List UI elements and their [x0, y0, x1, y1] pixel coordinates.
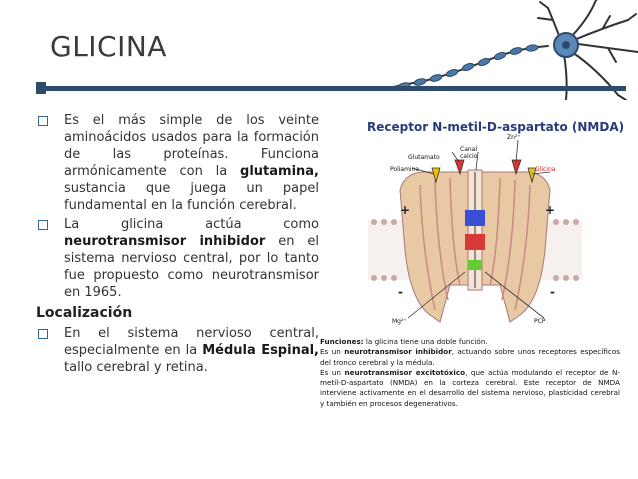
- bullet-neurotransmisor: La glicina actúa como neurotransmisor in…: [36, 216, 319, 301]
- bullet-text: En el sistema nervioso central, especial…: [64, 326, 319, 358]
- caption-text: la glicina tiene una doble función.: [363, 337, 488, 346]
- bullet-text: tallo cerebral y retina.: [64, 360, 208, 375]
- label-zn: Zn²⁺: [507, 134, 521, 141]
- caption-bold: Funciones:: [320, 337, 364, 346]
- functions-caption: Funciones: la glicina tiene una doble fu…: [320, 337, 620, 409]
- label-glutamato: Glutamato: [408, 154, 440, 161]
- bullet-text: Es el más simple de los veinte aminoácid…: [64, 113, 319, 179]
- bullet-text: en el sistema nervioso central, por lo t…: [64, 234, 319, 300]
- caption-text: Es un: [320, 367, 345, 377]
- minus-sign: -: [550, 285, 555, 299]
- section-heading-localizacion: Localización: [36, 305, 133, 321]
- caption-text: , actuando sobre unos receptores específ…: [320, 347, 620, 367]
- caption-bold: neurotransmisor inhibidor: [344, 347, 452, 357]
- caption-line: Funciones: la glicina tiene una doble fu…: [320, 337, 620, 347]
- caption-text: , que actúa modulando el receptor de N-m…: [320, 367, 620, 408]
- label-glicina: Glicina: [535, 166, 556, 173]
- plus-sign: +: [545, 203, 555, 217]
- neuron-illustration: [388, 0, 638, 100]
- title-divider: [36, 86, 626, 91]
- caption-line: Es un neurotransmisor inhibidor, actuand…: [320, 347, 620, 368]
- plus-sign: +: [400, 203, 410, 217]
- slide-title: GLICINA: [50, 30, 167, 63]
- label-mg: Mg²⁺: [392, 318, 407, 325]
- bullet-bold-text: neurotransmisor inhibidor: [64, 234, 266, 249]
- label-poliamina: Poliamina: [390, 166, 420, 173]
- square-bullet-icon: [38, 116, 48, 126]
- caption-line: Es un neurotransmisor excitotóxico, que …: [320, 368, 620, 409]
- square-bullet-icon: [38, 329, 48, 339]
- nmda-receptor-diagram: + + - -: [368, 139, 582, 323]
- caption-bold: neurotransmisor excitotóxico: [344, 367, 466, 377]
- bullet-bold-text: glutamina,: [240, 164, 319, 179]
- bullet-glutamina: Es el más simple de los veinte aminoácid…: [36, 112, 319, 214]
- square-bullet-icon: [38, 220, 48, 230]
- title-divider-cap: [36, 82, 46, 94]
- figure-title: Receptor N-metil-D-aspartato (NMDA): [367, 120, 625, 134]
- bullet-text: sustancia que juega un papel fundamental…: [64, 181, 319, 213]
- bullet-text: La glicina actúa como: [64, 217, 319, 232]
- label-pcp: PCP: [534, 318, 546, 325]
- bullet-localizacion: En el sistema nervioso central, especial…: [36, 325, 319, 376]
- caption-text: Es un: [320, 347, 345, 357]
- label-canal-calcio: Canal calcio: [460, 146, 478, 160]
- bullet-bold-text: Médula Espinal,: [202, 343, 319, 358]
- minus-sign: -: [398, 285, 403, 299]
- slide-body: Es el más simple de los veinte aminoácid…: [36, 112, 319, 376]
